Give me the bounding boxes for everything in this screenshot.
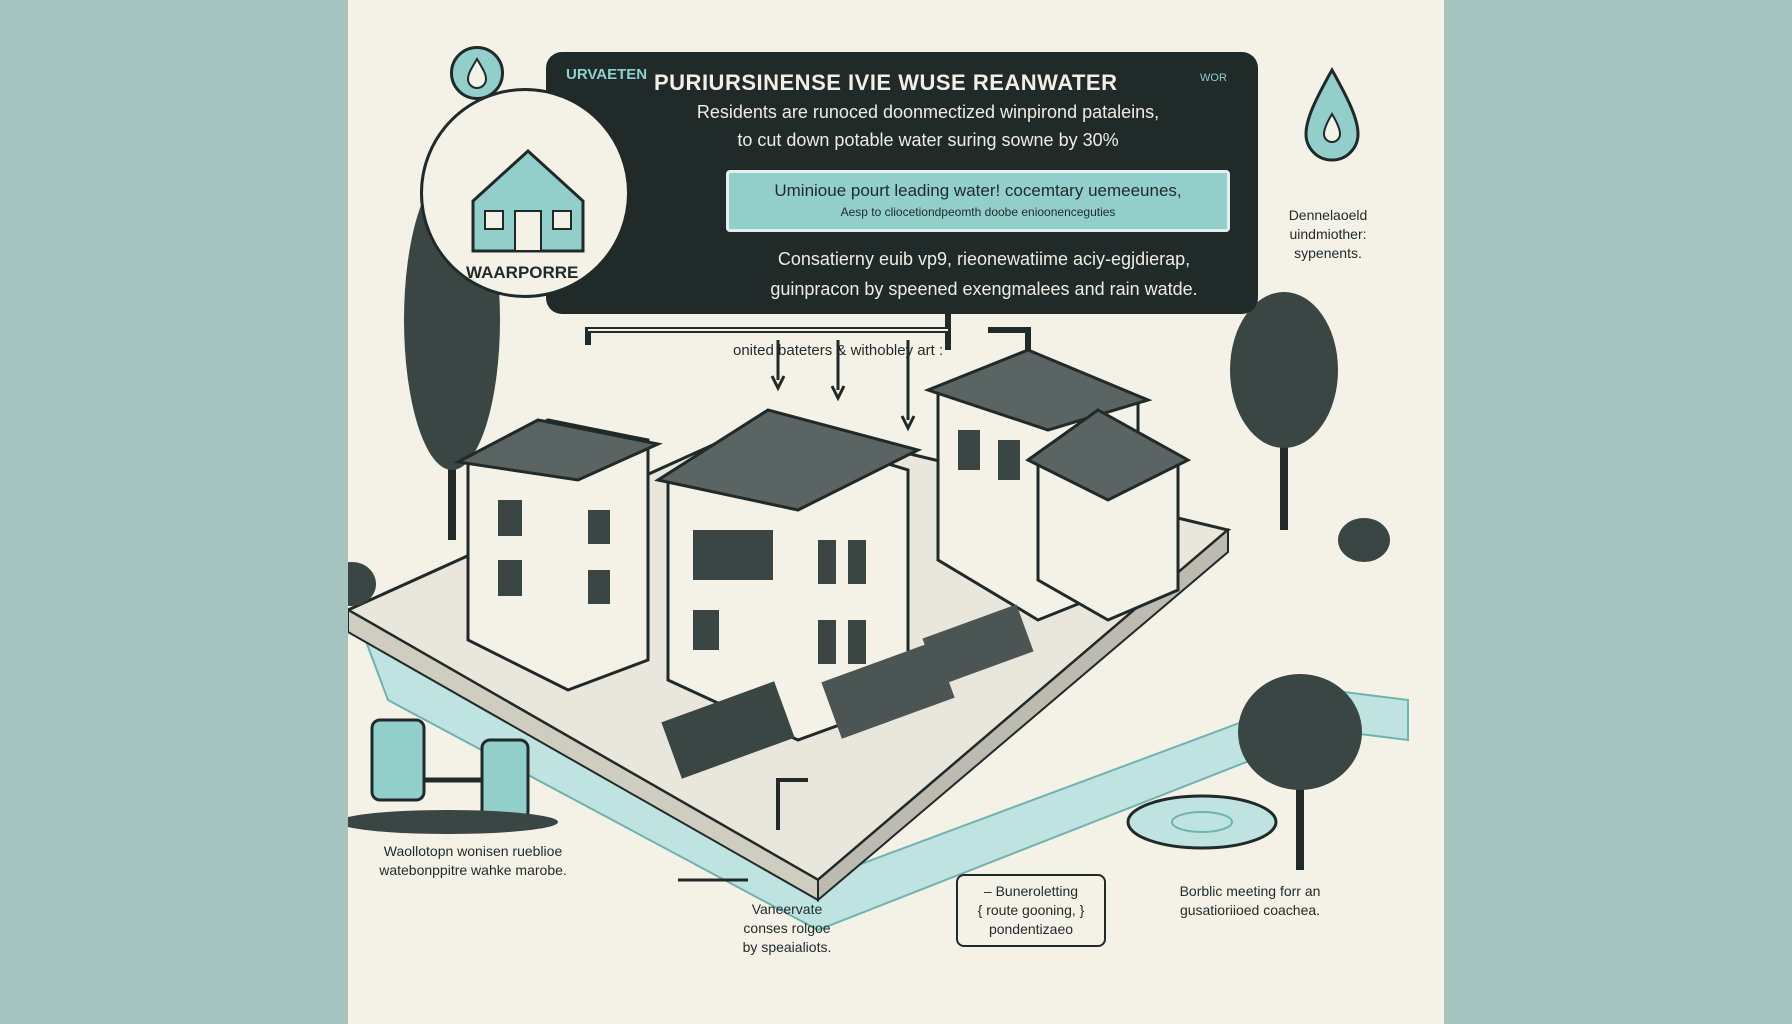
note-line: Borblic meeting forr an <box>1179 883 1321 899</box>
note-line: watebonppitre wahke marobe. <box>379 862 567 878</box>
right-note: Dennelaoeld uindmiother: sypenents. <box>1268 206 1388 263</box>
highlight-line: Uminioue pourt leading water! cocemtary … <box>774 181 1182 200</box>
large-water-drop-icon <box>1304 66 1360 162</box>
highlight-box: Uminioue pourt leading water! cocemtary … <box>726 170 1230 232</box>
subtitle-line: to cut down potable water suring sowne b… <box>737 130 1119 150</box>
note-line: by speaialiots. <box>742 939 832 955</box>
title-prefix: URVAETEN <box>566 66 648 83</box>
note-line: uindmiother: <box>1289 226 1367 242</box>
building-center <box>654 408 923 742</box>
round-basin <box>1126 794 1278 850</box>
subtitle: Residents are runoced doonmectized winpi… <box>628 98 1228 154</box>
note-line: Vaneervate <box>751 901 823 917</box>
description-line: guinpracon by speened exengmalees and ra… <box>770 279 1198 299</box>
right-bottom-note: Borblic meeting forr an gusatioriioed co… <box>1152 882 1348 920</box>
note-line: gusatioriioed coachea. <box>1179 902 1321 918</box>
boxed-note: – Buneroletting { route gooning, } ponde… <box>956 874 1106 947</box>
note-line: sypenents. <box>1294 245 1362 261</box>
building-left <box>453 418 663 692</box>
arrow-label: onited bateters & withobley art : <box>733 342 944 359</box>
left-note: Waollotopn wonisen rueblioe watebonppitr… <box>358 842 588 880</box>
subtitle-line: Residents are runoced doonmectized winpi… <box>696 102 1160 122</box>
note-line: conses rolgoe <box>743 920 831 936</box>
note-line: – Buneroletting <box>983 883 1079 899</box>
house-badge-label: WAARPORRE <box>466 263 579 282</box>
house-icon <box>471 148 585 253</box>
neighborhood-illustration <box>348 170 1409 932</box>
water-drop-icon <box>466 57 488 89</box>
description-line: Consatierny euib vp9, rieonewatiime aciy… <box>777 249 1191 269</box>
building-right <box>923 348 1192 622</box>
description: Consatierny euib vp9, rieonewatiime aciy… <box>714 244 1254 304</box>
center-note: Vaneervate conses rolgoe by speaialiots. <box>712 900 862 957</box>
tree-right <box>1230 292 1338 530</box>
water-tanks <box>348 718 558 834</box>
note-line: { route gooning, } <box>977 902 1085 918</box>
tree-bottom-right <box>1238 674 1362 870</box>
infographic-panel: URVAETEN PURIURSINENSE IVIE WUSE REANWAT… <box>348 0 1444 1024</box>
note-line: Waollotopn wonisen rueblioe <box>383 843 563 859</box>
title-suffix: WOR <box>1200 72 1227 84</box>
note-line: Dennelaoeld <box>1288 207 1368 223</box>
highlight-line: Aesp to cliocetiondpeomth doobe enioonen… <box>840 205 1116 219</box>
note-line: pondentizaeo <box>988 921 1074 937</box>
page-title: PURIURSINENSE IVIE WUSE REANWATER <box>654 70 1118 95</box>
house-badge <box>420 88 630 298</box>
